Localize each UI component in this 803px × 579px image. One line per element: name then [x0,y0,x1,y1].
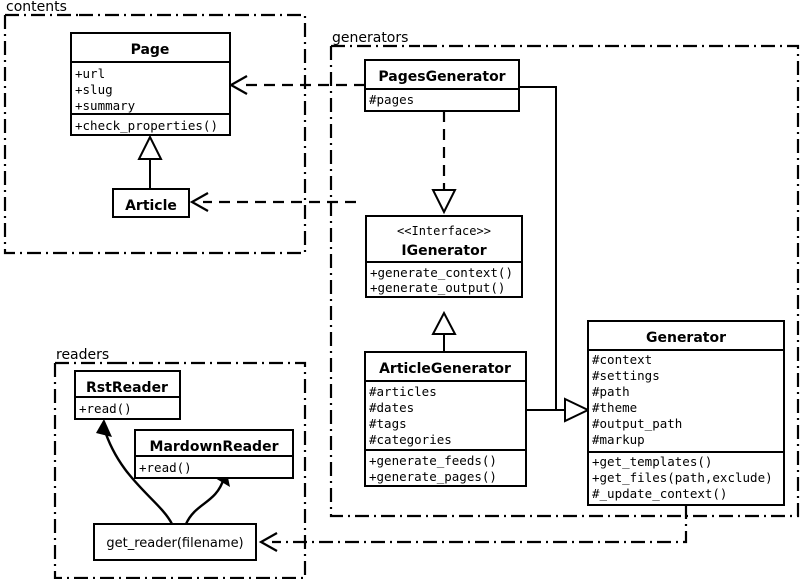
class-article-generator-title: ArticleGenerator [379,361,511,377]
page-dependency-arrowhead [228,75,248,95]
relation-getreader-to-rstreader [96,419,174,525]
relation-generator-to-getreader [258,505,688,552]
class-igenerator-method-generate-output: +generate_output() [370,280,505,295]
getreader-dependency-arrowhead [258,532,278,552]
relation-generators-to-generator [519,86,591,423]
class-article-generator-attribute-articles: #articles [369,384,437,399]
class-rst-reader-title: RstReader [86,380,168,396]
getreader-mardownreader-curve [184,477,226,525]
class-generator[interactable]: Generator #context #settings #path #them… [587,320,785,506]
class-pages-generator-title: PagesGenerator [378,69,505,85]
class-pages-generator[interactable]: PagesGenerator #pages [364,59,520,112]
package-contents: contents [3,0,307,255]
class-article[interactable]: Article [112,188,190,218]
class-article-box [112,188,190,218]
igenerator-inheritance-arrowhead [431,310,457,335]
class-generator-attribute-markup: #markup [592,432,645,447]
class-generator-title: Generator [646,330,726,346]
relation-pagesgenerator-to-page [228,75,365,95]
getreader-rstreader-curve [102,427,174,525]
class-pages-generator-box [364,59,520,112]
class-article-generator-attribute-categories: #categories [369,432,452,447]
class-mardown-reader[interactable]: MardownReader +read() [134,429,294,479]
class-rst-reader[interactable]: RstReader +read() [74,370,181,420]
class-mardown-reader-box [134,429,294,479]
class-generator-method-update-context: #_update_context() [592,486,727,501]
class-mardown-reader-title: MardownReader [150,439,279,455]
class-generator-attribute-path: #path [592,384,630,399]
class-igenerator-method-generate-context: +generate_context() [370,265,513,280]
class-generator-method-get-files: +get_files(path,exclude) [592,470,773,485]
class-igenerator-title: IGenerator [401,243,486,259]
package-contents-border [3,13,307,255]
class-generator-attribute-context: #context [592,352,652,367]
generator-getreader-line [272,505,688,544]
generator-inheritance-arrowhead [564,397,591,423]
class-mardown-reader-method-read: +read() [139,460,192,475]
class-page-attribute-slug: +slug [75,82,113,97]
relation-pagesgenerator-realizes-igenerator [431,111,457,215]
package-contents-label: contents [6,0,67,15]
package-readers: readers [53,347,307,579]
class-article-generator-box [364,351,527,487]
class-page[interactable]: Page +url +slug +summary +check_properti… [70,32,231,136]
class-pages-generator-attribute-pages: #pages [369,92,414,107]
class-generator-method-get-templates: +get_templates() [592,454,712,469]
class-generator-box [587,320,785,506]
class-generator-attribute-settings: #settings [592,368,660,383]
class-article-generator-attribute-dates: #dates [369,400,414,415]
class-generator-attribute-theme: #theme [592,400,637,415]
function-get-reader-box [93,523,257,561]
rstreader-arrowhead [96,419,112,437]
package-readers-border [53,361,307,579]
class-page-method-check-properties: +check_properties() [75,118,218,133]
class-rst-reader-method-read: +read() [79,401,132,416]
class-article-generator-method-generate-pages: +generate_pages() [369,469,497,484]
class-article-generator-attribute-tags: #tags [369,416,407,431]
package-readers-label: readers [56,347,109,363]
function-get-reader-label: get_reader(filename) [106,536,243,551]
class-page-attribute-summary: +summary [75,98,136,113]
package-generators-label: generators [332,30,408,46]
class-page-attribute-url: +url [75,66,105,81]
class-igenerator-stereotype: <<Interface>> [397,224,491,238]
relation-article-to-page [137,134,163,189]
relation-pagesgenerator-to-article [189,192,356,212]
class-article-generator[interactable]: ArticleGenerator #articles #dates #tags … [364,351,527,487]
package-generators-border [329,44,800,518]
page-inheritance-arrowhead [137,134,163,160]
article-dependency-arrowhead [189,192,209,212]
class-article-generator-method-generate-feeds: +generate_feeds() [369,453,497,468]
class-article-title: Article [125,198,177,214]
package-generators: generators [329,30,800,518]
igenerator-realization-arrowhead [431,189,457,215]
class-igenerator[interactable]: <<Interface>> IGenerator +generate_conte… [365,215,523,298]
class-generator-attribute-output-path: #output_path [592,416,682,431]
class-page-title: Page [131,42,170,58]
class-rst-reader-box [74,370,181,420]
function-get-reader[interactable]: get_reader(filename) [93,523,257,561]
class-igenerator-box [365,215,523,298]
class-page-box [70,32,231,136]
relation-articlegenerator-to-igenerator [431,310,457,352]
